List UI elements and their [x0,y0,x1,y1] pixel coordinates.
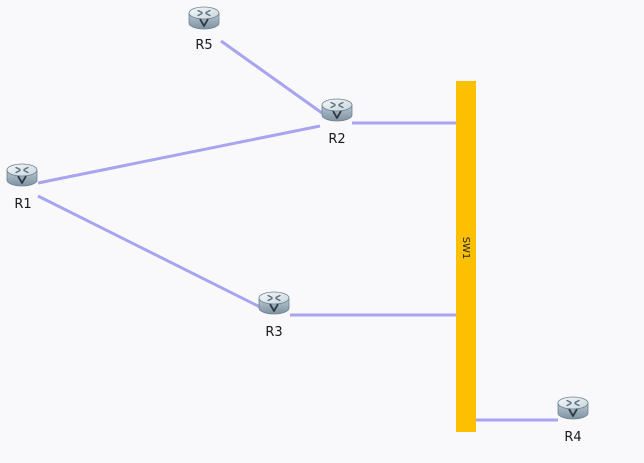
link-r1-r3[interactable] [37,194,261,309]
router-r3-label: R3 [265,325,282,340]
router-r4-label: R4 [564,430,581,445]
links [37,39,558,422]
switch-sw1-label: SW1 [460,237,471,260]
router-r5-label: R5 [195,38,212,53]
switch-sw1-bar[interactable] [456,81,476,432]
link-r5-r2[interactable] [220,39,323,115]
router-icon[interactable] [258,291,290,315]
router-r1[interactable]: R1 [6,163,38,212]
switch-sw1[interactable]: SW1 [456,81,476,432]
router-r1-label: R1 [14,197,31,212]
router-r4[interactable]: R4 [557,396,589,445]
router-r3[interactable]: R3 [258,291,290,340]
router-icon[interactable] [188,6,220,30]
router-r5[interactable]: R5 [188,6,220,53]
router-r2-label: R2 [328,132,345,147]
router-icon[interactable] [6,163,38,187]
router-r2[interactable]: R2 [321,98,353,147]
link-r1-r2[interactable] [37,124,321,185]
router-icon[interactable] [557,396,589,420]
router-icon[interactable] [321,98,353,122]
